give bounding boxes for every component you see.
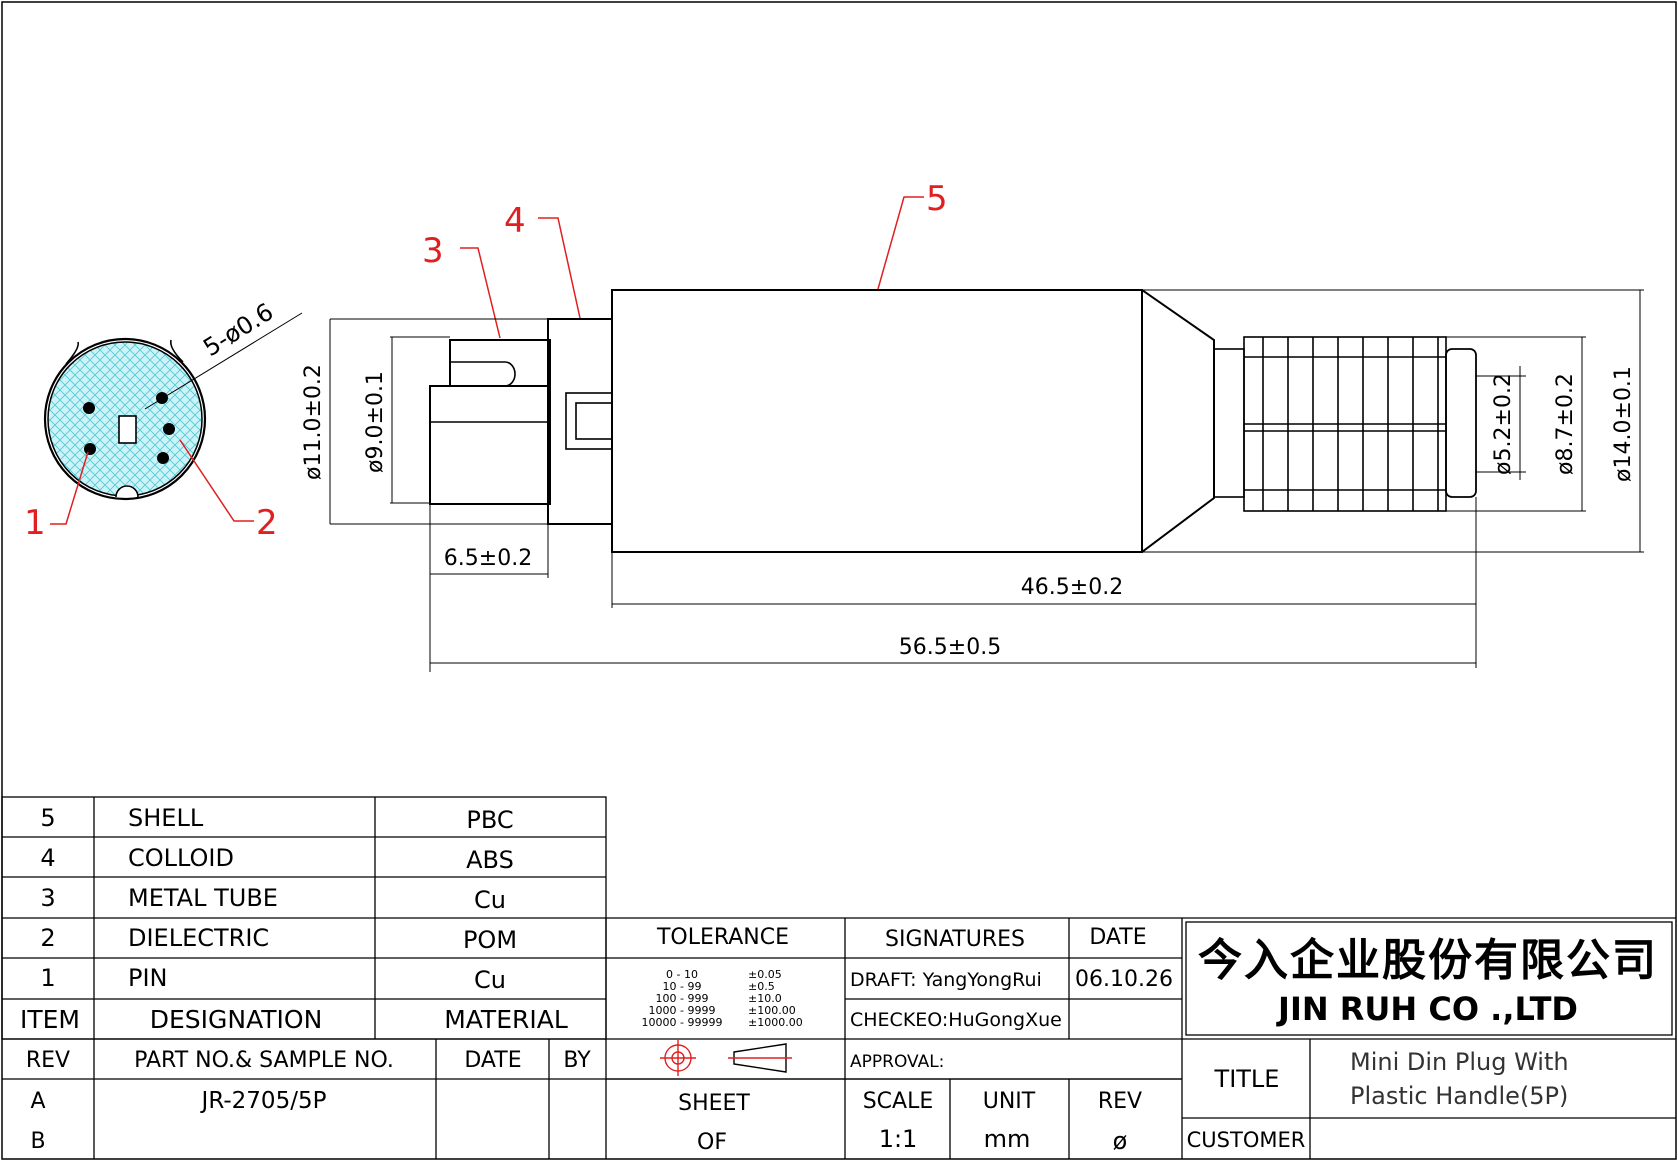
signatures-title: SIGNATURES — [885, 927, 1025, 952]
bom-designation: COLLOID — [128, 844, 234, 872]
bom-designation: METAL TUBE — [128, 884, 278, 912]
dim-grip-diameter: ø8.7±0.2 — [1553, 373, 1578, 475]
date-title: DATE — [1089, 925, 1146, 950]
tolerance-value: ±100.00 — [748, 1004, 796, 1017]
tolerance-value: ±0.05 — [748, 968, 782, 981]
rev-b: B — [30, 1129, 45, 1154]
tolerance-value: ±1000.00 — [748, 1016, 803, 1029]
sheet-label: SHEET — [678, 1091, 750, 1116]
tolerance-block: TOLERANCE 0 - 10 10 - 99 100 - 999 1000 … — [642, 925, 803, 1076]
bom-item: 2 — [40, 924, 55, 952]
pin-hole — [84, 443, 96, 455]
rev-value: ø — [1113, 1127, 1128, 1155]
callout-4: 4 — [504, 201, 526, 241]
scale-value: 1:1 — [879, 1125, 918, 1153]
pin-hole — [157, 452, 169, 464]
bom-designation: SHELL — [128, 804, 204, 832]
pin-hole — [83, 402, 95, 414]
bom-item: 3 — [40, 884, 55, 912]
part-header: PART NO.& SAMPLE NO. — [134, 1048, 394, 1073]
bom-table: 5 SHELL PBC 4 COLLOID ABS 3 METAL TUBE C… — [20, 804, 568, 1034]
bom-item: 1 — [40, 964, 55, 992]
rev-label: REV — [1098, 1089, 1142, 1114]
signatures-block: SIGNATURES DATE DRAFT: YangYongRui 06.10… — [850, 925, 1173, 1072]
side-view — [429, 289, 1477, 553]
bom-designation: PIN — [128, 964, 168, 992]
scale-label: SCALE — [863, 1089, 934, 1114]
unit-value: mm — [984, 1125, 1031, 1153]
dim-inner-diameter: ø9.0±0.1 — [363, 371, 388, 473]
title-block: TITLE Mini Din Plug With Plastic Handle(… — [1187, 1048, 1569, 1152]
tolerance-title: TOLERANCE — [656, 925, 789, 950]
company-name-english: JIN RUH CO .,LTD — [1276, 990, 1578, 1028]
company-name-chinese: 今入企业股份有限公司 — [1198, 935, 1658, 986]
title-line-2: Plastic Handle(5P) — [1350, 1082, 1568, 1110]
dim-shell-diameter: ø14.0±0.1 — [1611, 366, 1636, 482]
tolerance-value: ±0.5 — [748, 980, 775, 993]
unit-label: UNIT — [983, 1089, 1036, 1114]
tolerance-range: 0 - 10 — [666, 968, 698, 981]
bom-material: ABS — [466, 846, 514, 874]
front-view: 5-ø0.6 1 2 — [24, 298, 303, 543]
checked-signature: CHECKEO:HuGongXue — [850, 1009, 1062, 1031]
company-block: 今入企业股份有限公司 JIN RUH CO .,LTD — [1198, 935, 1658, 1028]
scale-block: SCALE UNIT REV 1:1 mm ø — [863, 1089, 1142, 1155]
rev-header: REV — [26, 1048, 70, 1073]
title-label: TITLE — [1214, 1065, 1280, 1093]
revision-table: REV PART NO.& SAMPLE NO. DATE BY A JR-27… — [26, 1048, 591, 1154]
dim-cable-diameter: ø5.2±0.2 — [1491, 373, 1516, 475]
by-header: BY — [563, 1048, 591, 1073]
dim-tip-length: 6.5±0.2 — [444, 546, 532, 571]
bom-header-material: MATERIAL — [444, 1005, 568, 1034]
bom-header-item: ITEM — [20, 1005, 80, 1034]
callout-1: 1 — [24, 503, 46, 543]
projection-symbol — [660, 1040, 792, 1076]
bom-item: 5 — [40, 804, 55, 832]
bom-material: Cu — [474, 966, 506, 994]
callout-3: 3 — [422, 231, 444, 271]
side-callouts: 3 4 5 — [422, 179, 948, 339]
customer-label: CUSTOMER — [1187, 1128, 1306, 1152]
callout-2: 2 — [256, 503, 278, 543]
draft-date: 06.10.26 — [1075, 967, 1173, 992]
dim-total-length: 56.5±0.5 — [899, 635, 1001, 660]
tolerance-range: 10000 - 99999 — [642, 1016, 723, 1029]
dimension-texts: ø11.0±0.2 ø9.0±0.1 6.5±0.2 46.5±0.2 56.5… — [301, 364, 1636, 660]
of-label: OF — [697, 1130, 727, 1155]
rev-a: A — [30, 1089, 45, 1114]
dim-outer-diameter: ø11.0±0.2 — [301, 364, 326, 480]
part-number: JR-2705/5P — [200, 1088, 327, 1114]
bom-header-designation: DESIGNATION — [150, 1005, 323, 1034]
dim-body-length: 46.5±0.2 — [1021, 575, 1123, 600]
bom-material: Cu — [474, 886, 506, 914]
bom-designation: DIELECTRIC — [128, 924, 269, 952]
title-block-grid — [1, 796, 1676, 1159]
center-key — [118, 415, 137, 444]
tolerance-range: 100 - 999 — [656, 992, 709, 1005]
callout-5: 5 — [926, 179, 948, 219]
date-header: DATE — [464, 1048, 521, 1073]
pin-hole — [156, 392, 168, 404]
title-line-1: Mini Din Plug With — [1350, 1048, 1569, 1076]
bom-material: PBC — [466, 806, 513, 834]
tolerance-value: ±10.0 — [748, 992, 782, 1005]
dimension-lines — [329, 289, 1644, 672]
bom-item: 4 — [40, 844, 55, 872]
approval-label: APPROVAL: — [850, 1052, 944, 1072]
draft-signature: DRAFT: YangYongRui — [850, 969, 1042, 991]
tolerance-range: 10 - 99 — [663, 980, 702, 993]
pin-hole — [163, 423, 175, 435]
bom-material: POM — [463, 926, 517, 954]
tolerance-range: 1000 - 9999 — [649, 1004, 716, 1017]
